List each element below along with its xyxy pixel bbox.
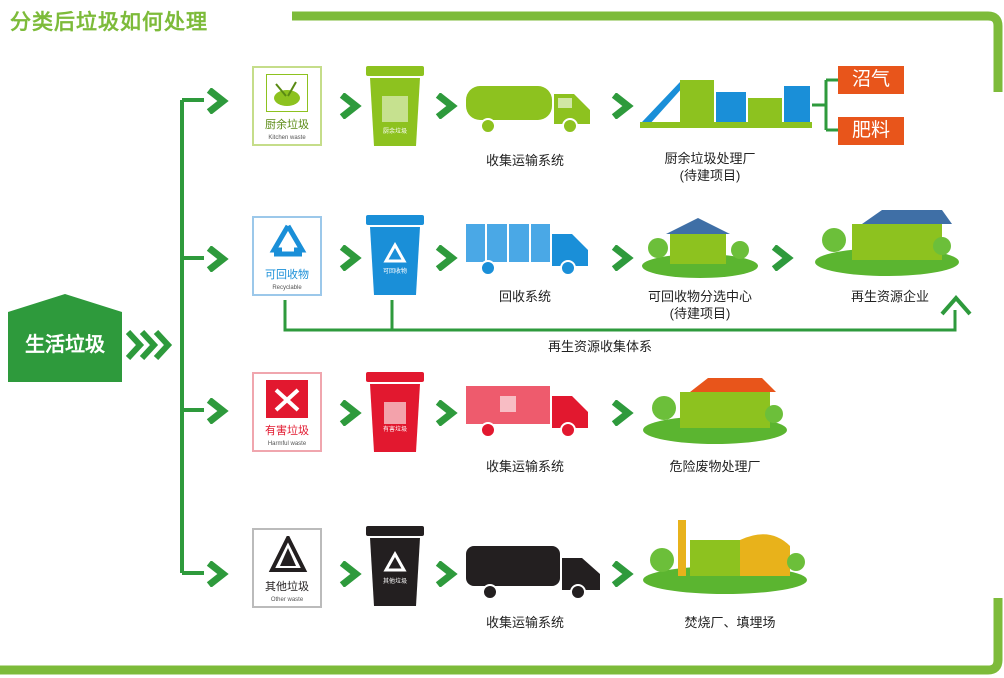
kitchen-facility-label: 厨余垃圾处理厂 (待建项目) — [640, 150, 780, 184]
arrow-icon — [611, 93, 634, 119]
recycling-collection-system-label: 再生资源收集体系 — [547, 339, 652, 354]
fertilizer-output: 肥料 — [838, 117, 904, 145]
sorting-center-label: 可回收物分选中心 (待建项目) — [630, 288, 770, 322]
kitchen-truck-icon — [466, 86, 590, 134]
kitchen-plant-icon — [640, 80, 812, 128]
food-icon — [266, 74, 308, 112]
recycling-truck-icon — [466, 224, 588, 276]
incineration-landfill-icon — [643, 520, 807, 594]
kitchen-bin-icon — [366, 66, 424, 146]
arrow-icon — [206, 561, 229, 587]
recycling-transport-label: 回收系统 — [498, 289, 551, 304]
kitchen-waste-sign: 厨余垃圾 Kitchen waste — [252, 66, 322, 146]
recyclable-sign-label: 可回收物 — [265, 269, 309, 281]
arrow-icon — [611, 400, 634, 426]
hazardous-sign: 有害垃圾 Harmful waste — [252, 372, 322, 452]
other-waste-sign: 其他垃圾 Other waste — [252, 528, 322, 608]
hazardous-facility-label: 危险废物处理厂 — [669, 459, 761, 474]
recycling-enterprise-label: 再生资源企业 — [850, 289, 929, 304]
facility-line: 可回收物分选中心 — [647, 289, 752, 304]
page-title: 分类后垃圾如何处理 — [10, 11, 208, 34]
hazard-icon — [266, 380, 308, 418]
arrow-icon — [435, 561, 458, 587]
arrow-icon — [611, 561, 634, 587]
other-sign-label: 其他垃圾 — [265, 581, 309, 593]
arrow-icon — [339, 93, 362, 119]
arrow-icon — [206, 88, 229, 114]
household-waste-label: 生活垃圾 — [25, 334, 105, 356]
double-chevron-icon — [126, 330, 173, 360]
arrow-icon — [435, 245, 458, 271]
arrow-icon — [435, 93, 458, 119]
sorting-center-icon — [642, 218, 758, 278]
facility-line: 厨余垃圾处理厂 — [664, 151, 756, 166]
kitchen-bin-label: 厨余垃圾 — [382, 129, 407, 135]
hazardous-bin-label: 有害垃圾 — [382, 427, 407, 433]
other-waste-icon — [268, 536, 308, 572]
arrow-icon — [206, 246, 229, 272]
kitchen-sign-en: Kitchen waste — [268, 135, 306, 141]
arrow-icon — [435, 400, 458, 426]
hazardous-bin-icon — [366, 372, 424, 452]
other-facility-label: 焚烧厂、填埋场 — [684, 615, 776, 630]
other-bin-icon — [366, 526, 424, 606]
facility-line: (待建项目) — [679, 168, 741, 183]
hazardous-sign-label: 有害垃圾 — [265, 425, 309, 437]
biogas-output: 沼气 — [838, 66, 904, 94]
kitchen-transport-label: 收集运输系统 — [485, 153, 564, 168]
arrow-icon — [339, 400, 362, 426]
arrow-icon — [771, 245, 794, 271]
arrow-icon — [206, 398, 229, 424]
other-bin-label: 其他垃圾 — [382, 579, 407, 585]
arrow-icon — [339, 245, 362, 271]
recyclable-sign-en: Recyclable — [272, 285, 302, 291]
hazardous-transport-label: 收集运输系统 — [485, 459, 564, 474]
recyclable-bin-label: 可回收物 — [382, 269, 407, 275]
household-waste-block: 生活垃圾 — [8, 294, 122, 382]
hazardous-sign-en: Harmful waste — [267, 441, 307, 447]
other-truck-icon — [466, 546, 600, 600]
recyclable-bin-icon — [366, 215, 424, 295]
facility-line: (待建项目) — [669, 306, 731, 321]
recycle-icon — [269, 224, 307, 257]
recyclable-sign: 可回收物 Recyclable — [252, 216, 322, 296]
arrow-icon — [339, 561, 362, 587]
other-sign-en: Other waste — [270, 597, 304, 603]
recycling-enterprise-icon — [815, 210, 959, 276]
other-transport-label: 收集运输系统 — [485, 615, 564, 630]
kitchen-sign-label: 厨余垃圾 — [265, 119, 309, 131]
hazardous-plant-icon — [643, 378, 787, 444]
hazardous-truck-icon — [466, 386, 588, 438]
arrow-icon — [611, 245, 634, 271]
